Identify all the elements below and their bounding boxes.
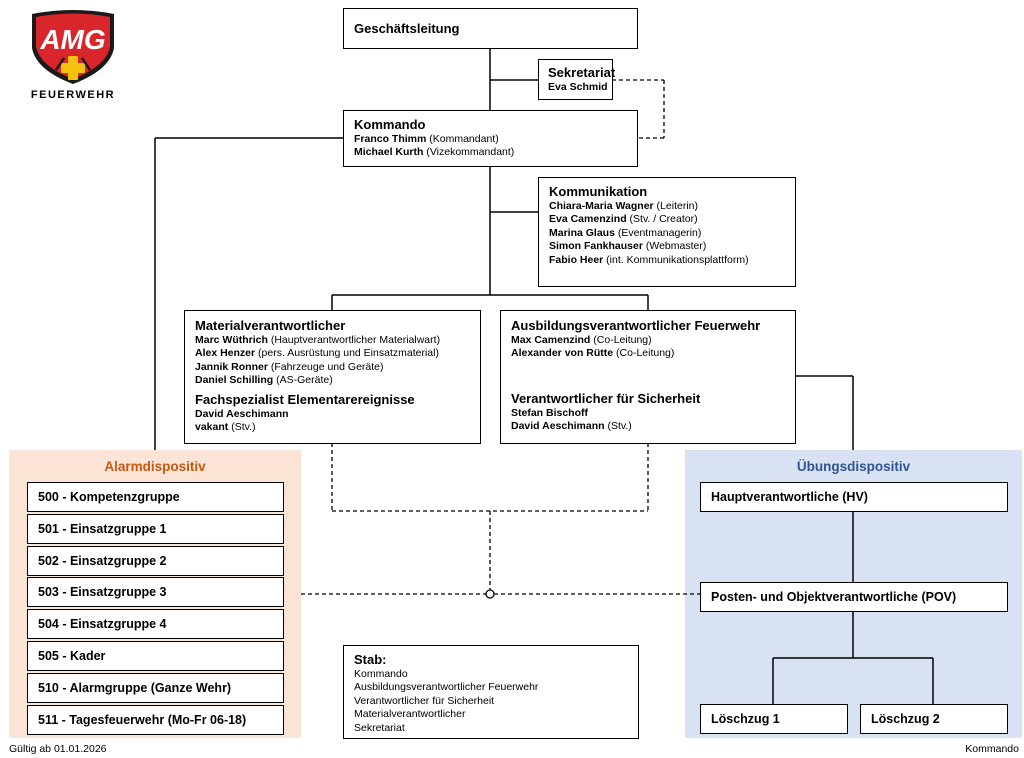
geschaeftsleitung-box: Geschäftsleitung bbox=[343, 8, 638, 49]
stab-title: Stab: bbox=[354, 652, 387, 667]
material-member: Jannik Ronner (Fahrzeuge und Geräte) bbox=[195, 360, 384, 373]
stab-item: Kommando bbox=[354, 668, 408, 680]
kommunikation-member: Marina Glaus (Eventmanagerin) bbox=[549, 226, 702, 239]
ausbildung-title: Ausbildungsverantwortlicher Feuerwehr bbox=[511, 318, 761, 333]
material-member: Daniel Schilling (AS-Geräte) bbox=[195, 374, 333, 387]
stab-item: Verantwortlicher für Sicherheit bbox=[354, 694, 495, 707]
material-box: Materialverantwortlicher Marc Wüthrich (… bbox=[184, 310, 481, 444]
kommunikation-member: Eva Camenzind (Stv. / Creator) bbox=[549, 213, 698, 226]
elementarereignisse-title: Fachspezialist Elementarereignisse bbox=[195, 391, 415, 407]
logo-brand-text: AMG bbox=[39, 24, 105, 55]
elementarereignisse-member: vakant (Stv.) bbox=[195, 421, 256, 434]
stab-item: Materialverantwortlicher bbox=[354, 708, 466, 721]
alarm-group-511: 511 - Tagesfeuerwehr (Mo-Fr 06-18) bbox=[27, 705, 284, 735]
amg-feuerwehr-logo: AMG FEUERWEHR bbox=[26, 8, 120, 106]
stab-item: Sekretariat bbox=[354, 721, 405, 734]
alarm-group-500: 500 - Kompetenzgruppe bbox=[27, 482, 284, 512]
material-member: Alex Henzer (pers. Ausrüstung und Einsat… bbox=[195, 347, 439, 360]
sekretariat-member: Eva Schmid bbox=[548, 81, 608, 93]
kommando-member: Franco Thimm (Kommandant) bbox=[354, 133, 499, 145]
ausbildung-box: Ausbildungsverantwortlicher Feuerwehr Ma… bbox=[500, 310, 796, 444]
alarm-group-502: 502 - Einsatzgruppe 2 bbox=[27, 546, 284, 576]
kommunikation-member: Chiara-Maria Wagner (Leiterin) bbox=[549, 200, 698, 212]
stab-box: Stab: Kommando Ausbildungsverantwortlich… bbox=[343, 645, 639, 739]
logo-subtitle: FEUERWEHR bbox=[30, 89, 116, 101]
footer-kommando: Kommando bbox=[965, 743, 1019, 755]
elementarereignisse-member: David Aeschimann bbox=[195, 407, 289, 420]
kommando-member: Michael Kurth (Vizekommandant) bbox=[354, 146, 515, 159]
alarm-group-503: 503 - Einsatzgruppe 3 bbox=[27, 577, 284, 607]
ausbildung-member: Max Camenzind (Co-Leitung) bbox=[511, 334, 652, 346]
sekretariat-box: Sekretariat Eva Schmid bbox=[538, 59, 616, 100]
alarm-group-504: 504 - Einsatzgruppe 4 bbox=[27, 609, 284, 639]
kommando-title: Kommando bbox=[354, 117, 426, 132]
kommunikation-member: Simon Fankhauser (Webmaster) bbox=[549, 240, 707, 253]
alarm-group-510: 510 - Alarmgruppe (Ganze Wehr) bbox=[27, 673, 284, 703]
footer-valid-from: Gültig ab 01.01.2026 bbox=[9, 743, 107, 755]
alarm-group-505: 505 - Kader bbox=[27, 641, 284, 671]
kommando-box: Kommando Franco Thimm (Kommandant) Micha… bbox=[343, 110, 638, 167]
ausbildung-member: Alexander von Rütte (Co-Leitung) bbox=[511, 347, 675, 360]
geschaeftsleitung-title: Geschäftsleitung bbox=[354, 21, 460, 36]
kommunikation-title: Kommunikation bbox=[549, 184, 648, 199]
uebungsdispositiv-title: Übungsdispositiv bbox=[796, 459, 911, 474]
sekretariat-title: Sekretariat bbox=[548, 65, 616, 80]
material-title: Materialverantwortlicher bbox=[195, 318, 346, 333]
pov-box: Posten- und Objektverantwortliche (POV) bbox=[700, 582, 1008, 612]
loeschzug-2-box: Löschzug 2 bbox=[860, 704, 1008, 734]
alarmdispositiv-title: Alarmdispositiv bbox=[104, 459, 206, 474]
stab-item: Ausbildungsverantwortlicher Feuerwehr bbox=[354, 681, 539, 694]
loeschzug-1-box: Löschzug 1 bbox=[700, 704, 848, 734]
sicherheit-member: Stefan Bischoff bbox=[511, 406, 589, 419]
kommunikation-member: Fabio Heer (int. Kommunikationsplattform… bbox=[549, 253, 749, 266]
alarm-group-501: 501 - Einsatzgruppe 1 bbox=[27, 514, 284, 544]
sicherheit-member: David Aeschimann (Stv.) bbox=[511, 420, 632, 433]
hv-box: Hauptverantwortliche (HV) bbox=[700, 482, 1008, 512]
material-member: Marc Wüthrich (Hauptverantwortlicher Mat… bbox=[195, 334, 441, 346]
shield-logo-icon: AMG bbox=[32, 10, 114, 84]
sicherheit-title: Verantwortlicher für Sicherheit bbox=[511, 390, 701, 406]
kommunikation-box: Kommunikation Chiara-Maria Wagner (Leite… bbox=[538, 177, 796, 287]
